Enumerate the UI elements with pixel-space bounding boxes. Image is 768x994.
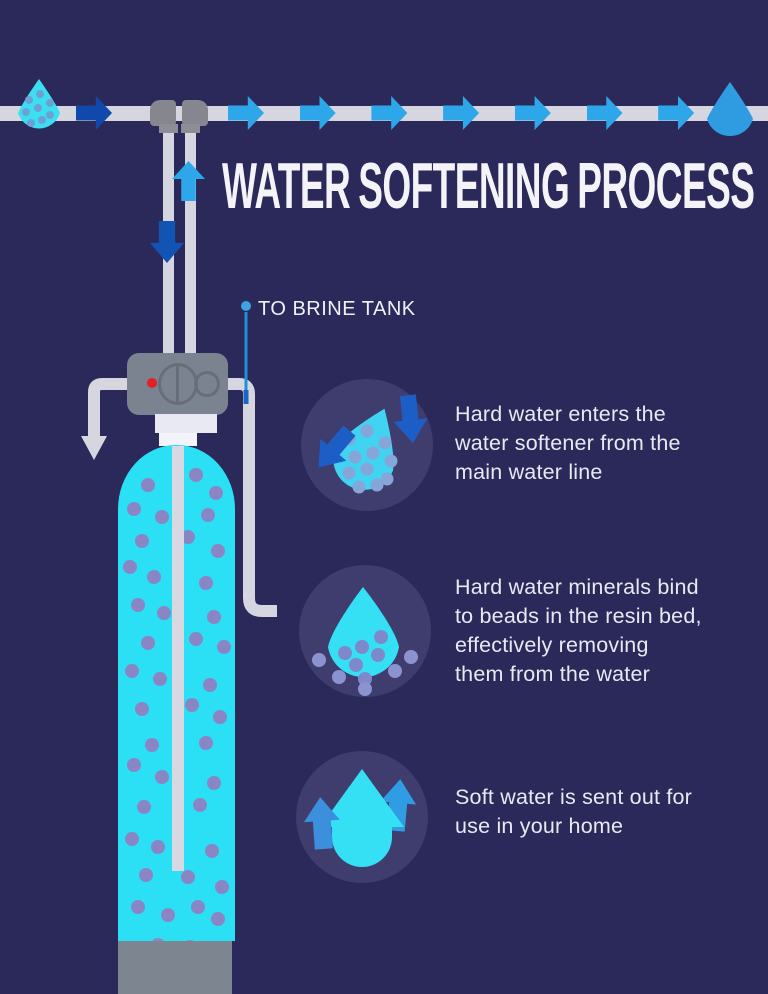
hard-water-down-arrow-icon: [150, 221, 184, 263]
valve-dial-divider: [176, 366, 179, 402]
resin-bead-dot: [211, 912, 225, 926]
resin-bead-dot: [191, 900, 205, 914]
resin-bead-dot: [161, 908, 175, 922]
resin-bead-dot: [135, 702, 149, 716]
resin-bead-dot: [205, 844, 219, 858]
resin-bead-dot: [211, 544, 225, 558]
valve-neck-upper: [155, 414, 217, 433]
drain-arrow-icon: [81, 436, 107, 460]
resin-beads: [123, 468, 231, 962]
resin-bead-dot: [155, 510, 169, 524]
resin-bead-dot: [135, 534, 149, 548]
resin-bead-dot: [215, 880, 229, 894]
resin-bead-dot: [199, 736, 213, 750]
flow-arrow-icon: [658, 96, 695, 130]
resin-bead-dot: [157, 606, 171, 620]
distributor-tube: [172, 446, 184, 871]
outlet-up-pipe: [185, 126, 196, 355]
tank-base: [118, 941, 232, 994]
resin-bead-dot: [213, 710, 227, 724]
flow-arrow-icon: [228, 96, 264, 130]
step2-circle: [299, 565, 431, 697]
valve-dial-small: [194, 371, 220, 397]
resin-bead-dot: [141, 636, 155, 650]
resin-bead-dot: [145, 738, 159, 752]
brine-callout-dot-icon: [241, 301, 251, 311]
resin-bead-dot: [125, 832, 139, 846]
valve-piping: [81, 301, 277, 617]
pipe-collar-left: [159, 124, 178, 133]
resin-bead-dot: [131, 900, 145, 914]
step3-text: Soft water is sent out for use in your h…: [455, 785, 693, 838]
resin-bead-dot: [181, 870, 195, 884]
resin-bead-dot: [153, 672, 167, 686]
valve-neck-lower: [159, 433, 197, 446]
resin-bead-dot: [217, 640, 231, 654]
resin-bead-dot: [123, 560, 137, 574]
pipe-elbow-right-icon: [182, 100, 208, 126]
resin-bead-dot: [137, 800, 151, 814]
resin-bead-dot: [125, 664, 139, 678]
resin-bead-dot: [207, 610, 221, 624]
flow-arrow-icon: [586, 96, 623, 130]
resin-bead-dot: [141, 478, 155, 492]
valve-indicator-light: [147, 378, 157, 388]
hard-water-inflow-droplet-icon: [318, 394, 428, 494]
resin-bead-dot: [155, 770, 169, 784]
flow-arrow-icon: [443, 96, 480, 130]
resin-bead-dot: [139, 868, 153, 882]
soft-water-outflow-icon: [303, 769, 417, 867]
step2-text: Hard water minerals bind to beads in the…: [455, 575, 702, 686]
resin-bead-dot: [199, 576, 213, 590]
resin-bead-dot: [193, 798, 207, 812]
resin-bead-dot: [127, 758, 141, 772]
resin-bead-dot: [209, 486, 223, 500]
resin-bead-dot: [203, 678, 217, 692]
page-title: WATER SOFTENING PROCESS: [222, 149, 755, 222]
hard-water-flow-arrow-icon: [76, 96, 112, 130]
resin-bead-dot: [201, 508, 215, 522]
step3-circle: [296, 751, 428, 883]
resin-bead-dot: [189, 632, 203, 646]
soft-water-droplet-icon: [707, 82, 753, 137]
pipe-elbow-left-icon: [150, 100, 176, 126]
resin-bead-dot: [131, 598, 145, 612]
flow-arrow-icon: [514, 96, 551, 130]
brine-tank-label: TO BRINE TANK: [258, 298, 416, 320]
resin-bead-dot: [189, 468, 203, 482]
step1-text: Hard water enters the water softener fro…: [455, 402, 681, 484]
resin-bead-dot: [181, 530, 195, 544]
flow-arrow-icon: [371, 96, 408, 130]
soft-water-up-arrow-icon: [172, 161, 205, 201]
resin-bead-dot: [147, 570, 161, 584]
step1-circle: [301, 379, 433, 511]
flow-arrow-icon: [299, 96, 336, 130]
pipe-collar-right: [181, 124, 200, 133]
resin-bed-droplet-icon: [312, 587, 418, 696]
resin-bead-dot: [185, 698, 199, 712]
resin-bead-dot: [207, 776, 221, 790]
resin-bead-dot: [127, 502, 141, 516]
resin-bead-dot: [151, 840, 165, 854]
hard-water-droplet-icon: [18, 79, 60, 129]
